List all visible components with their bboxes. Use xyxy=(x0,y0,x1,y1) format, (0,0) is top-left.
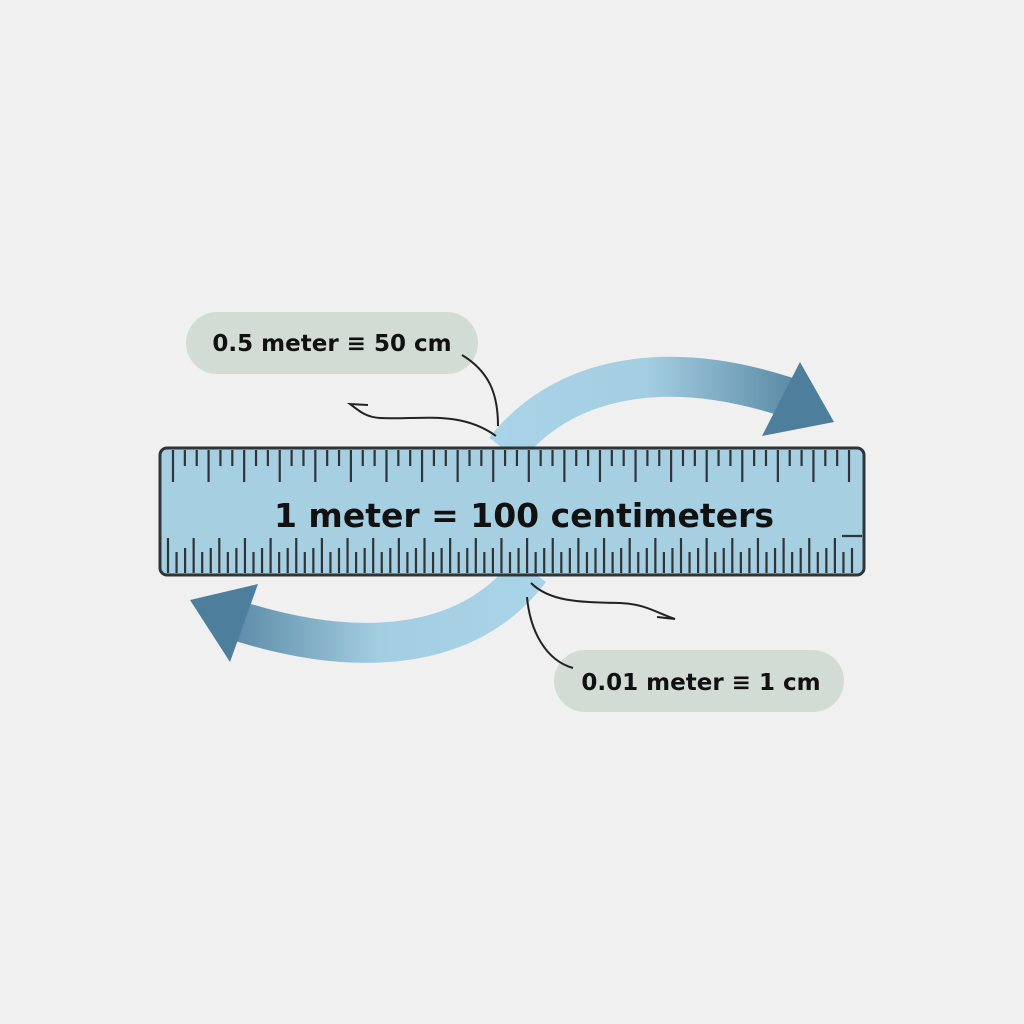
ruler-label: 1 meter = 100 centimeters xyxy=(274,496,774,535)
callout-text: 0.01 meter ≡ 1 cm xyxy=(581,670,820,696)
connector-arrow xyxy=(346,402,497,437)
callout-pill xyxy=(186,312,478,374)
connector-line xyxy=(526,596,574,669)
callout-pill xyxy=(554,650,844,712)
curved-arrow-left-icon xyxy=(190,557,546,663)
ruler-ticks xyxy=(166,450,854,573)
callout-centimeter: 0.01 meter ≡ 1 cm xyxy=(526,582,844,712)
callout-text: 0.5 meter ≡ 50 cm xyxy=(212,331,451,357)
curved-arrow-right-icon xyxy=(489,356,834,463)
ruler-body xyxy=(158,446,866,577)
connector-arrow xyxy=(530,582,676,620)
connector-line xyxy=(461,354,499,427)
ruler: 1 meter = 100 centimeters xyxy=(158,446,866,577)
callout-half-meter: 0.5 meter ≡ 50 cm xyxy=(186,312,499,437)
